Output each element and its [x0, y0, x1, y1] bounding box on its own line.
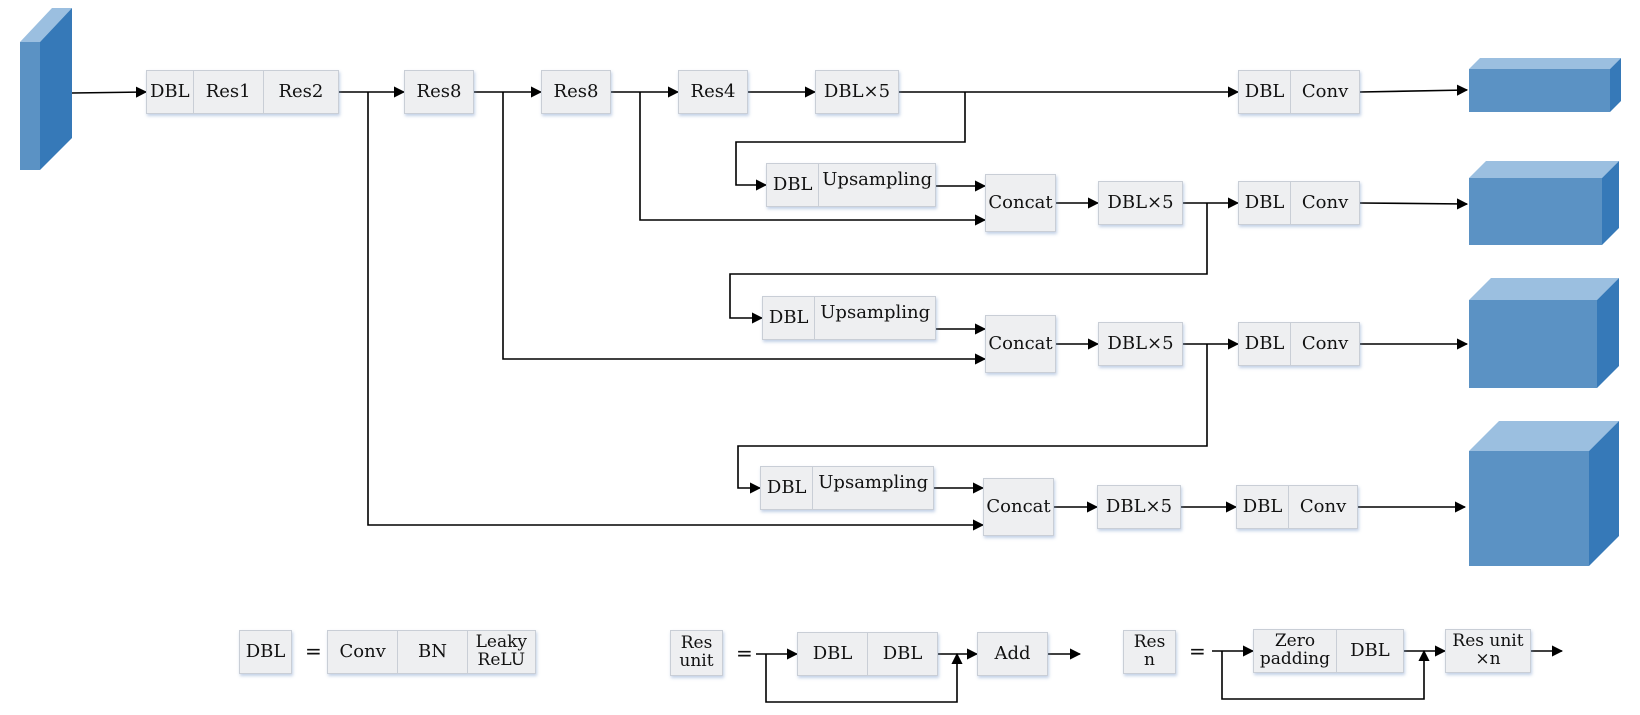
bn-cell: BN — [397, 631, 466, 673]
upsampling-cell: Upsampling — [814, 297, 935, 339]
dbl-x5-cell: DBL×5 — [1105, 495, 1173, 517]
dbl-x5-cell: DBL×5 — [823, 80, 891, 102]
dbl-conv-node-2: DBL Conv — [1238, 181, 1360, 225]
legend-res-unit-xn-node: Res unit ×n — [1445, 629, 1531, 673]
concat-cell: Concat — [988, 332, 1053, 354]
dbl-x5-node-2: DBL×5 — [1098, 181, 1183, 225]
res2-cell: Res2 — [262, 71, 338, 113]
dbl-x5-cell: DBL×5 — [1107, 332, 1174, 354]
concat-cell: Concat — [986, 495, 1051, 517]
legend-res-n-node: Res n — [1123, 630, 1176, 674]
dbl-cell: DBL — [1244, 332, 1285, 354]
dbl-res1-res2-node: DBL Res1 Res2 — [146, 70, 339, 114]
output-block-2 — [1469, 161, 1619, 245]
input-feature-block — [20, 8, 72, 170]
dbl-cell: DBL — [245, 640, 286, 662]
legend-dbl-node: DBL — [239, 630, 292, 674]
dbl-cell: DBL — [772, 173, 813, 195]
legend-res-unit-node: Res unit — [670, 630, 723, 676]
conv-cell: Conv — [1290, 182, 1359, 224]
legend-equals-3: = — [1189, 639, 1206, 663]
legend-conv-bn-leaky-node: Conv BN Leaky ReLU — [327, 630, 536, 674]
dbl-cell: DBL — [1242, 495, 1283, 517]
concat-node-1: Concat — [985, 174, 1056, 232]
dbl-upsampling-node-1: DBL Upsampling — [766, 163, 936, 207]
dbl-x5-node-4: DBL×5 — [1097, 485, 1181, 529]
upsampling-cell: Upsampling — [818, 164, 935, 206]
zero-padding-cell: Zero padding — [1259, 631, 1330, 669]
dbl-x5-node-1: DBL×5 — [815, 70, 899, 114]
legend-dbl-dbl-node: DBL DBL — [797, 632, 938, 676]
dbl-conv-node-4: DBL Conv — [1236, 485, 1358, 529]
dbl-cell: DBL — [768, 306, 809, 328]
res8-node-1: Res8 — [404, 70, 474, 114]
legend-add-node: Add — [977, 632, 1048, 676]
dbl-cell: DBL — [766, 476, 807, 498]
conv-cell: Conv — [1288, 486, 1357, 528]
dbl-cell: DBL — [1244, 80, 1285, 102]
res1-cell: Res1 — [192, 71, 263, 113]
output-block-4 — [1469, 421, 1619, 566]
conv-cell: Conv — [1290, 323, 1359, 365]
dbl-x5-node-3: DBL×5 — [1098, 322, 1183, 366]
dbl-upsampling-node-3: DBL Upsampling — [760, 466, 934, 510]
res-n-cell: Res n — [1133, 632, 1166, 670]
legend-equals-1: = — [305, 639, 322, 663]
leaky-relu-cell: Leaky ReLU — [466, 631, 535, 673]
dbl-cell: DBL — [1335, 630, 1403, 672]
legend-equals-2: = — [736, 641, 753, 665]
res-unit-cell: Res unit — [679, 633, 714, 671]
conv-cell: Conv — [339, 640, 386, 662]
legend-zeropad-dbl-node: Zero padding DBL — [1253, 629, 1404, 673]
res8-cell: Res8 — [416, 80, 462, 102]
dbl-cell: DBL — [1244, 191, 1285, 213]
dbl-conv-node-1: DBL Conv — [1238, 70, 1360, 114]
add-cell: Add — [994, 642, 1031, 664]
res-unit-xn-cell: Res unit ×n — [1452, 631, 1524, 669]
dbl-cell: DBL — [812, 642, 853, 664]
dbl-cell: DBL — [149, 80, 190, 102]
res8-cell: Res8 — [553, 80, 599, 102]
res8-node-2: Res8 — [541, 70, 611, 114]
dbl-cell: DBL — [867, 633, 937, 675]
res4-cell: Res4 — [690, 80, 736, 102]
output-block-3 — [1469, 278, 1619, 388]
conv-cell: Conv — [1290, 71, 1359, 113]
dbl-x5-cell: DBL×5 — [1107, 191, 1174, 213]
dbl-upsampling-node-2: DBL Upsampling — [762, 296, 936, 340]
upsampling-cell: Upsampling — [812, 467, 933, 509]
dbl-conv-node-3: DBL Conv — [1238, 322, 1360, 366]
concat-node-2: Concat — [985, 315, 1056, 373]
concat-cell: Concat — [988, 191, 1053, 213]
concat-node-3: Concat — [983, 478, 1054, 536]
res4-node: Res4 — [678, 70, 748, 114]
output-block-1 — [1469, 58, 1621, 112]
